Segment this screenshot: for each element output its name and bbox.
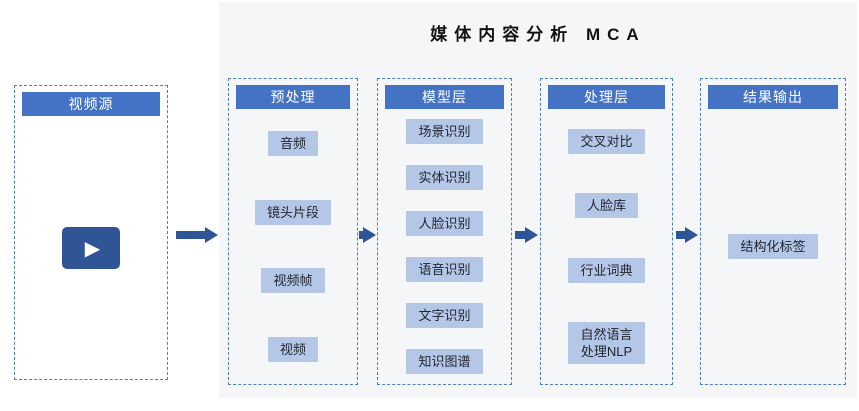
item-structured-tags: 结构化标签: [728, 234, 818, 259]
item-entity-recognition: 实体识别: [406, 165, 483, 191]
item-audio: 音频: [267, 130, 318, 156]
flow-arrow-1: [176, 227, 218, 243]
column-processing-layer: 处理层 交叉对比 人脸库 行业词典 自然语言 处理NLP: [540, 78, 673, 385]
item-nlp: 自然语言 处理NLP: [568, 322, 645, 365]
column-body-result-output: 结构化标签: [701, 109, 845, 384]
column-body-video-source: ▶: [15, 116, 167, 379]
diagram-title: 媒体内容分析 MCA: [430, 25, 646, 44]
item-cross-compare: 交叉对比: [568, 128, 645, 154]
arrow-head: [363, 227, 376, 243]
arrow-bar: [359, 231, 365, 239]
arrow-head: [525, 227, 538, 243]
item-face-recognition: 人脸识别: [406, 211, 483, 237]
flow-arrow-4: [676, 227, 698, 243]
item-face-database: 人脸库: [574, 193, 638, 219]
column-body-processing-layer: 交叉对比 人脸库 行业词典 自然语言 处理NLP: [541, 109, 672, 384]
item-knowledge-graph: 知识图谱: [406, 348, 483, 374]
column-header-video-source: 视频源: [22, 92, 160, 116]
column-header-model-layer: 模型层: [385, 85, 504, 109]
item-shot-segment: 镜头片段: [254, 199, 331, 225]
arrow-head: [685, 227, 698, 243]
item-text-recognition: 文字识别: [406, 302, 483, 328]
item-speech-recognition: 语音识别: [406, 256, 483, 282]
column-video-source: 视频源 ▶: [14, 85, 168, 380]
item-video-frame: 视频帧: [261, 268, 325, 294]
flow-arrow-2: [359, 227, 376, 243]
column-model-layer: 模型层 场景识别 实体识别 人脸识别 语音识别 文字识别 知识图谱: [377, 78, 512, 385]
arrow-head: [205, 227, 218, 243]
column-body-model-layer: 场景识别 实体识别 人脸识别 语音识别 文字识别 知识图谱: [378, 109, 511, 384]
column-body-preprocessing: 音频 镜头片段 视频帧 视频: [229, 109, 357, 384]
arrow-bar: [515, 231, 527, 239]
column-header-preprocessing: 预处理: [236, 85, 350, 109]
arrow-bar: [176, 231, 207, 239]
item-industry-dictionary: 行业词典: [568, 257, 645, 283]
arrow-bar: [676, 231, 687, 239]
column-header-processing-layer: 处理层: [548, 85, 665, 109]
column-result-output: 结果输出 结构化标签: [700, 78, 846, 385]
item-video: 视频: [267, 337, 318, 363]
column-preprocessing: 预处理 音频 镜头片段 视频帧 视频: [228, 78, 358, 385]
play-icon: ▶: [84, 235, 101, 260]
column-header-result-output: 结果输出: [708, 85, 838, 109]
flow-arrow-3: [515, 227, 538, 243]
play-button: ▶: [62, 226, 120, 269]
item-scene-recognition: 场景识别: [406, 119, 483, 145]
